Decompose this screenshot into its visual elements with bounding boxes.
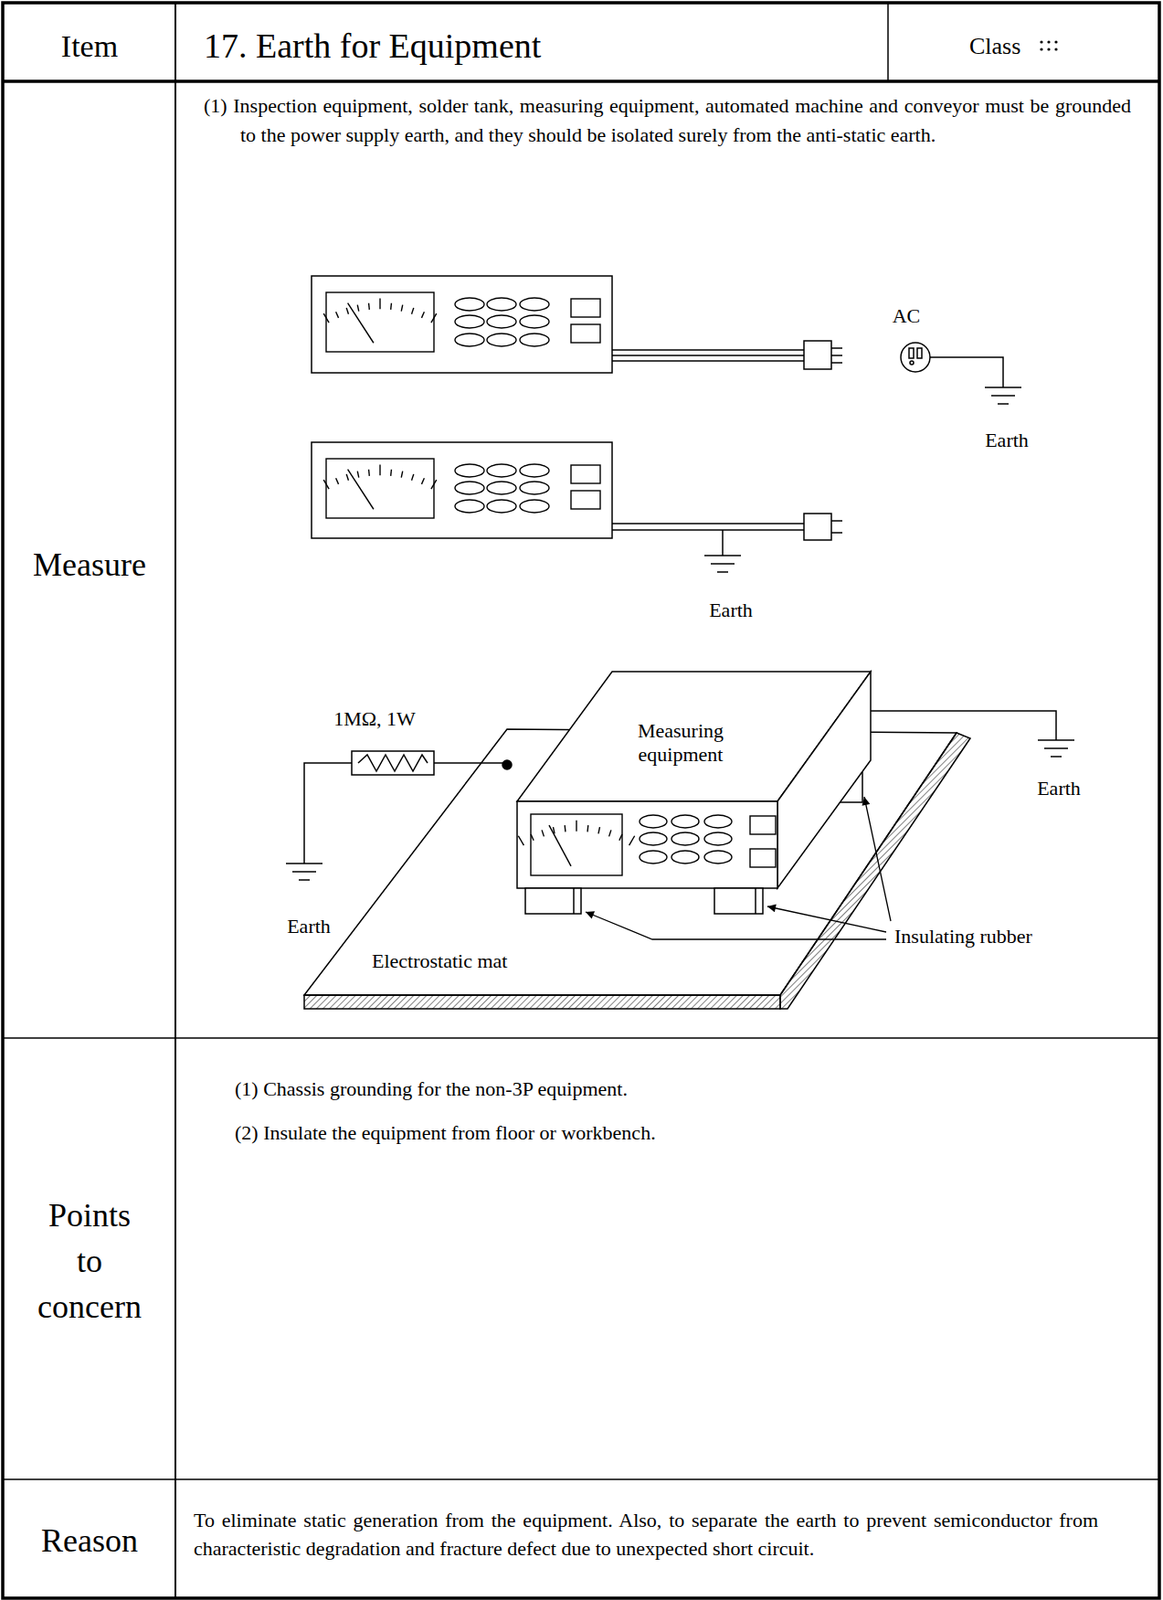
front-panel: [323, 292, 601, 352]
equipment-top: [311, 275, 1004, 388]
earth-symbol: [285, 863, 323, 880]
column-heading: Item: [61, 26, 118, 66]
class-dot: [1039, 47, 1043, 51]
class-dot: [1039, 40, 1043, 43]
ac-label: AC: [892, 303, 921, 329]
front-panel: [323, 458, 601, 519]
row-heading: Points to concern: [31, 1192, 149, 1330]
class-symbol: [1039, 40, 1058, 51]
measure-text: (1) Inspection equipment, solder tank, m…: [203, 91, 1132, 150]
item-title: 17. Earth for Equipment: [203, 23, 541, 68]
earth-symbol: [704, 555, 741, 572]
measuring-equipment-outline: [517, 671, 871, 914]
resistor-value: 1MΩ, 1W: [333, 706, 416, 732]
class-label: Class: [969, 31, 1021, 62]
resistor-symbol: [351, 750, 434, 775]
earth-label: Earth: [286, 913, 331, 940]
row-heading: Reason: [41, 1520, 138, 1562]
front-panel: [518, 814, 776, 876]
node-text: Measuring equipment: [616, 718, 745, 767]
callout-label: Insulating rubber: [894, 923, 1033, 950]
concern-item: (2) Insulate the equipment from floor or…: [234, 1120, 656, 1146]
class-dot: [1046, 40, 1050, 43]
class-dot: [1046, 47, 1050, 51]
concern-item: (1) Chassis grounding for the non-3P equ…: [234, 1076, 628, 1102]
measuring-equipment: Measuring equipment: [517, 671, 871, 914]
earth-symbol: [1037, 740, 1075, 757]
node-text: Electrostatic mat: [371, 949, 508, 973]
equipment-middle: [311, 442, 843, 556]
reason-text: To eliminate static generation from the …: [193, 1505, 1099, 1563]
row-heading: Measure: [32, 544, 147, 586]
earth-label: Earth: [1036, 775, 1081, 802]
front-panels: [323, 292, 601, 519]
mat-earth-wire: [304, 750, 512, 864]
earth-label: Earth: [708, 597, 753, 624]
earth-label: Earth: [984, 427, 1029, 454]
class-dot: [1054, 40, 1058, 43]
earth-symbol: [984, 387, 1022, 404]
electrostatic-mat: Electrostatic matMeasuring equipment: [304, 729, 973, 1013]
class-dot: [1054, 47, 1058, 51]
